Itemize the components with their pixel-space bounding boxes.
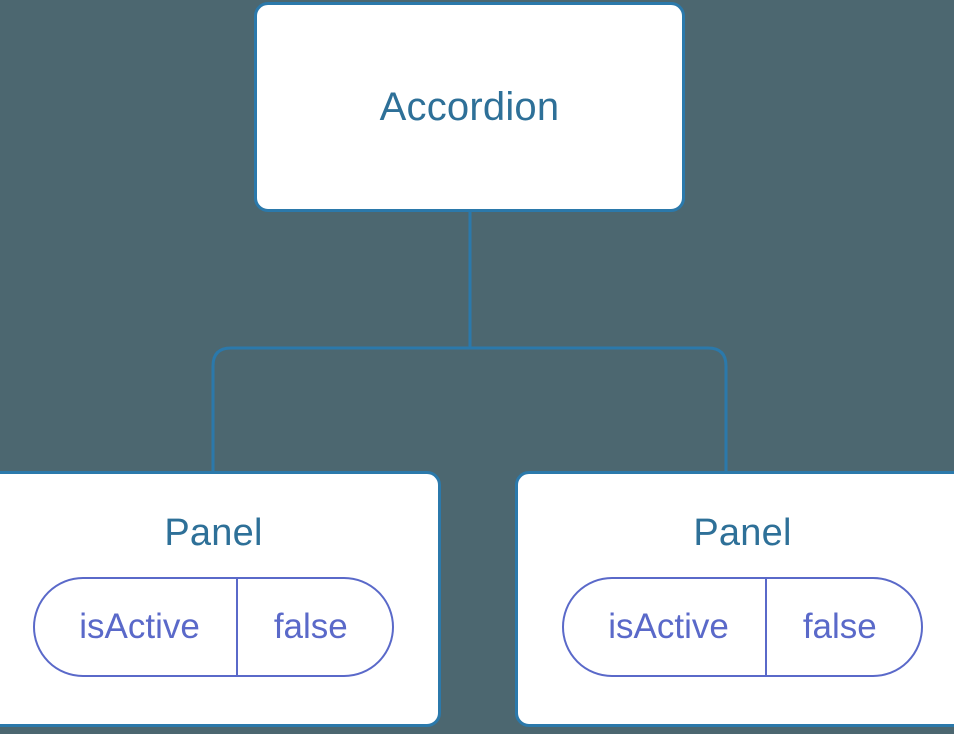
node-panel-2-label: Panel — [693, 512, 792, 554]
prop-pill-panel-2-isactive[interactable]: isActive false — [562, 576, 923, 677]
node-panel-2[interactable]: Panel isActive false — [515, 471, 954, 727]
prop-key-panel-2-isactive: isActive — [608, 606, 729, 646]
prop-key-panel-1-isactive: isActive — [79, 606, 200, 646]
connector-branch-left — [211, 346, 470, 473]
node-panel-1[interactable]: Panel isActive false — [0, 471, 441, 727]
prop-pill-panel-1-isactive[interactable]: isActive false — [33, 576, 394, 677]
prop-value-panel-2-isactive: false — [764, 578, 921, 675]
node-panel-1-label: Panel — [164, 512, 263, 554]
node-accordion-label: Accordion — [379, 85, 560, 129]
prop-value-panel-1-isactive: false — [235, 578, 392, 675]
node-accordion[interactable]: Accordion — [254, 2, 685, 212]
connector-branch-right — [470, 346, 728, 473]
